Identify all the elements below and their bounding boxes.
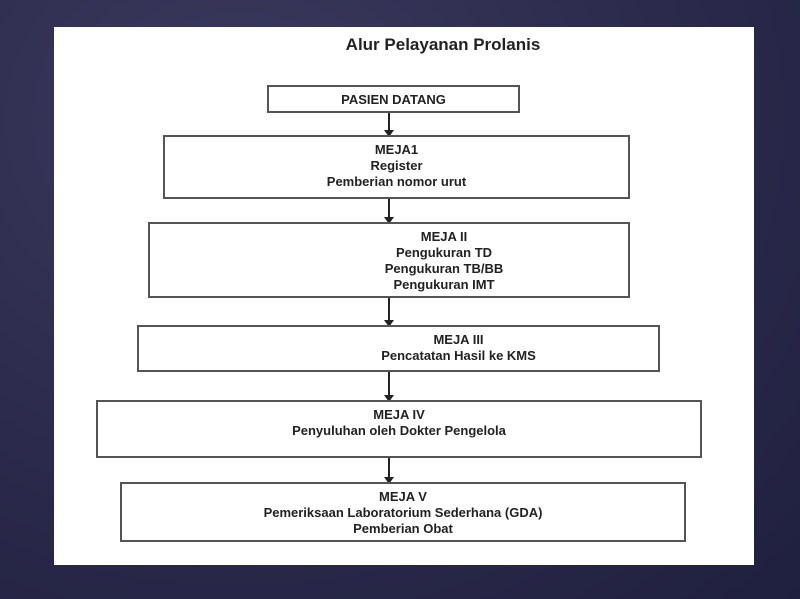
step-meja-4: MEJA IV Penyuluhan oleh Dokter Pengelola [96,400,702,458]
arrow-down [384,458,394,484]
step-line: Pemeriksaan Laboratorium Sederhana (GDA) [263,505,543,520]
step-line: Pengukuran IMT [393,277,495,292]
step-heading: MEJA IV [373,407,425,422]
step-line: Pengukuran TD [395,245,493,260]
step-meja-5: MEJA V Pemeriksaan Laboratorium Sederhan… [120,482,686,542]
step-heading: MEJA V [379,489,427,504]
step-line: Pengukuran TB/BB [384,261,504,276]
arrow-down [384,372,394,402]
step-meja-2: MEJA II Pengukuran TD Pengukuran TB/BB P… [148,222,630,298]
step-line: Register [370,158,423,173]
step-line: Penyuluhan oleh Dokter Pengelola [292,423,506,438]
arrow-down [384,113,394,137]
step-meja-3: MEJA III Pencatatan Hasil ke KMS [137,325,660,372]
step-line: Pemberian Obat [353,521,453,536]
arrow-down [384,298,394,327]
step-line: Pemberian nomor urut [326,174,467,189]
step-pasien-datang: PASIEN DATANG [267,85,520,113]
step-heading: MEJA1 [374,142,419,157]
arrow-down [384,199,394,224]
flowchart-title: Alur Pelayanan Prolanis [345,35,541,54]
step-heading: MEJA III [433,332,484,347]
flowchart-panel: Alur Pelayanan Prolanis PASIEN DATANG ME… [54,27,754,565]
step-line: Pencatatan Hasil ke KMS [381,348,536,363]
step-meja-1: MEJA1 Register Pemberian nomor urut [163,135,630,199]
step-heading: MEJA II [420,229,468,244]
step-label: PASIEN DATANG [341,92,446,107]
